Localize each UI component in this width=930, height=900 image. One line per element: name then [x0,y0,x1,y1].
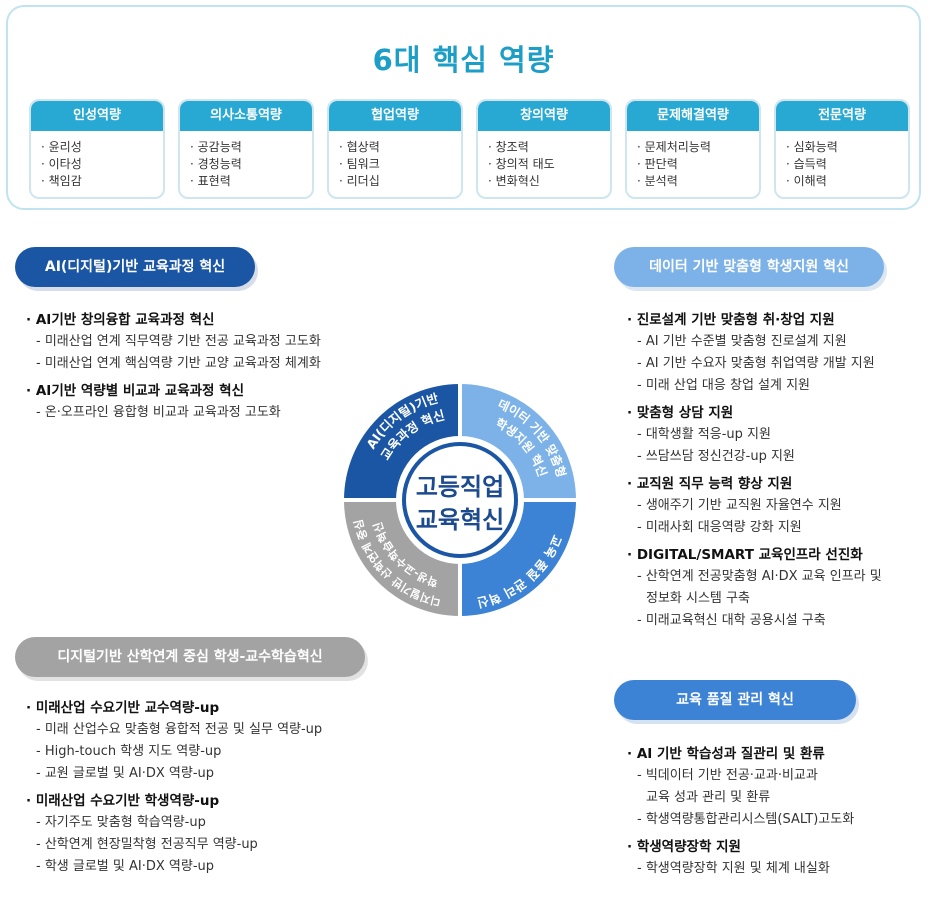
competency-card-character: 인성역량 윤리성 이타성 책임감 [29,99,165,199]
detail-item: 빅데이터 기반 전공·교과·비교과 [627,765,922,787]
competency-title: 협업역량 [329,101,461,131]
competency-title: 인성역량 [31,101,163,131]
competency-card-expertise: 전문역량 심화능력 습득력 이해력 [774,99,910,199]
detail-item: 쓰담쓰담 정신건강-up 지원 [627,446,922,468]
detail-item: AI 기반 수준별 맞춤형 진로설계 지원 [627,331,922,353]
detail-item: 학생 글로벌 및 AI·DX 역량-up [26,856,366,878]
detail-item: 미래교육혁신 대학 공용시설 구축 [627,610,922,632]
detail-item: 산학연계 전공맞춤형 AI·DX 교육 인프라 및 [627,566,922,588]
competency-item: 표현력 [190,173,312,190]
center-title-line1: 고등직업 [416,473,504,501]
detail-item: 산학연계 현장밀착형 전공직무 역량-up [26,834,366,856]
competency-card-problem-solving: 문제해결역량 문제처리능력 판단력 분석력 [625,99,761,199]
detail-item: 자기주도 맞춤형 학습역량-up [26,812,366,834]
competency-item: 심화능력 [786,139,908,156]
detail-heading: 진로설계 기반 맞춤형 취·창업 지원 [627,310,922,331]
competency-card-collaboration: 협업역량 협상력 팀워크 리더십 [327,99,463,199]
detail-heading: 교직원 직무 능력 향상 지원 [627,474,922,495]
competency-title: 전문역량 [776,101,908,131]
competency-card-communication: 의사소통역량 공감능력 경청능력 표현력 [178,99,314,199]
detail-heading: 미래산업 수요기반 학생역량-up [26,791,366,812]
competency-item: 문제처리능력 [637,139,759,156]
competency-item: 분석력 [637,173,759,190]
innovation-ring-diagram: AI(디지털)기반 교육과정 혁신 데이터 기반 맞춤형 학생지원 혁신 교육 … [344,384,576,616]
competency-item: 리더십 [339,173,461,190]
ai-curriculum-details: AI기반 창의융합 교육과정 혁신 미래산업 연계 직무역량 기반 전공 교육과… [26,310,326,424]
section-pill-ai-curriculum: AI(디지털)기반 교육과정 혁신 [15,247,255,287]
center-title-line2: 교육혁신 [416,506,504,534]
detail-item: 미래 산업수요 맞춤형 융합적 전공 및 실무 역량-up [26,719,366,741]
competency-title: 문제해결역량 [627,101,759,131]
panel-title: 6대 핵심 역량 [372,43,555,77]
section-pill-digital-teaching: 디지털기반 산학연계 중심 학생-교수학습혁신 [15,637,365,677]
detail-item: 미래 산업 대응 창업 설계 지원 [627,375,922,397]
detail-heading: 맞춤형 상담 지원 [627,403,922,424]
competency-item: 팀워크 [339,156,461,173]
competency-item: 판단력 [637,156,759,173]
competency-item: 윤리성 [41,139,163,156]
detail-item-continued: 교육 성과 관리 및 환류 [646,790,771,805]
competency-item: 습득력 [786,156,908,173]
quality-details: AI 기반 학습성과 질관리 및 환류 빅데이터 기반 전공·교과·비교과 교육… [627,744,922,880]
detail-item: 대학생활 적응-up 지원 [627,424,922,446]
detail-item: High-touch 학생 지도 역량-up [26,741,366,763]
detail-heading: AI 기반 학습성과 질관리 및 환류 [627,744,922,765]
detail-item: 미래산업 연계 직무역량 기반 전공 교육과정 고도화 [26,331,326,353]
detail-item: 온·오프라인 융합형 비교과 교육과정 고도화 [26,402,326,424]
detail-item: 미래산업 연계 핵심역량 기반 교양 교육과정 체계화 [26,353,326,375]
detail-item: 교원 글로벌 및 AI·DX 역량-up [26,763,366,785]
detail-item: 학생역량통합관리시스템(SALT)고도화 [627,809,922,831]
competency-item: 변화혁신 [488,173,610,190]
detail-item: 생애주기 기반 교직원 자율연수 지원 [627,495,922,517]
data-support-details: 진로설계 기반 맞춤형 취·창업 지원 AI 기반 수준별 맞춤형 진로설계 지… [627,310,922,632]
competency-title: 의사소통역량 [180,101,312,131]
detail-heading: DIGITAL/SMART 교육인프라 선진화 [627,545,922,566]
detail-item: 학생역량장학 지원 및 체계 내실화 [627,858,922,880]
core-competency-panel: 6대 핵심 역량 인성역량 윤리성 이타성 책임감 의사소통역량 공감능력 경청… [6,5,921,210]
section-pill-data-support: 데이터 기반 맞춤형 학생지원 혁신 [614,247,884,287]
detail-heading: AI기반 역량별 비교과 교육과정 혁신 [26,381,326,402]
competency-item: 협상력 [339,139,461,156]
detail-heading: AI기반 창의융합 교육과정 혁신 [26,310,326,331]
detail-heading: 학생역량장학 지원 [627,837,922,858]
competency-title: 창의역량 [478,101,610,131]
competency-item: 공감능력 [190,139,312,156]
competency-item: 창의적 태도 [488,156,610,173]
section-pill-quality: 교육 품질 관리 혁신 [614,680,856,720]
detail-heading: 미래산업 수요기반 교수역량-up [26,698,366,719]
competency-item: 이해력 [786,173,908,190]
competency-item: 창조력 [488,139,610,156]
digital-teaching-details: 미래산업 수요기반 교수역량-up 미래 산업수요 맞춤형 융합적 전공 및 실… [26,698,366,878]
competency-item: 경청능력 [190,156,312,173]
competency-item: 책임감 [41,173,163,190]
competency-item: 이타성 [41,156,163,173]
detail-item: AI 기반 수요자 맞춤형 취업역량 개발 지원 [627,353,922,375]
competency-card-creativity: 창의역량 창조력 창의적 태도 변화혁신 [476,99,612,199]
detail-item-continued: 정보화 시스템 구축 [646,591,750,606]
detail-item: 미래사회 대응역량 강화 지원 [627,517,922,539]
